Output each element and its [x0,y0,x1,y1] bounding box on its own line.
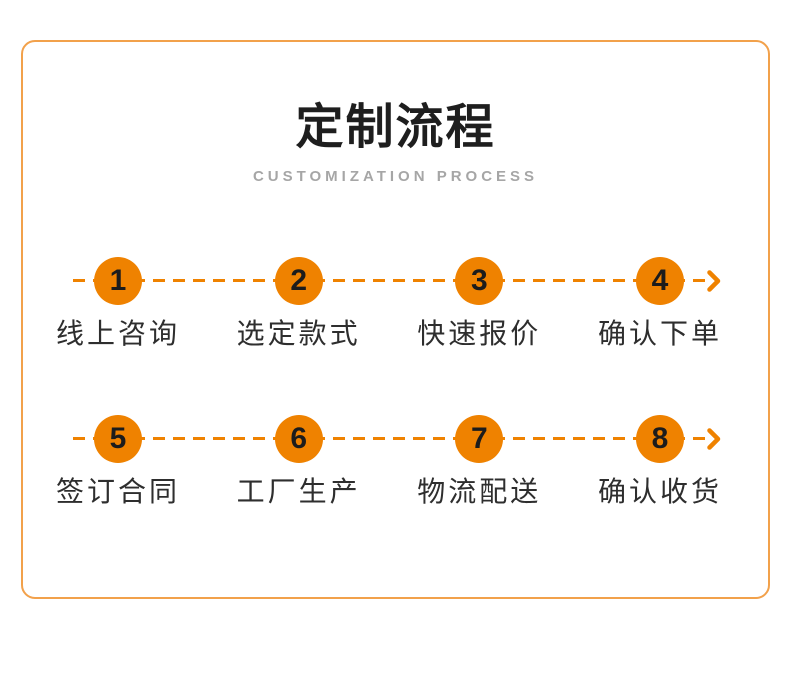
process-step: 2 选定款式 [224,257,374,351]
step-number-badge: 4 [635,257,684,305]
dashed-connector-line [73,279,705,282]
step-number: 7 [470,422,488,455]
step-number-badge: 5 [94,415,142,463]
step-number: 8 [651,422,669,455]
step-label: 签订合同 [55,476,180,507]
steps-row: 1 线上咨询 2 选定款式 3 快速报价 4 确认下单 [23,257,768,351]
step-number: 1 [109,264,127,297]
arrow-right-icon [707,428,721,450]
customization-process-card: 定制流程 CUSTOMIZATION PROCESS 1 线上咨询 2 选定款式… [21,40,770,599]
step-label: 快速报价 [417,318,542,349]
step-label: 物流配送 [417,476,542,507]
process-row-1: 1 线上咨询 2 选定款式 3 快速报价 4 确认下单 [23,257,768,351]
step-number-badge: 7 [455,415,504,463]
process-step: 3 快速报价 [404,257,554,351]
step-number-badge: 2 [274,257,323,305]
page-subtitle: CUSTOMIZATION PROCESS [252,168,539,185]
step-label: 工厂生产 [236,476,361,507]
step-number-badge: 8 [635,415,684,463]
steps-row: 5 签订合同 6 工厂生产 7 物流配送 8 确认收货 [23,415,768,509]
step-number: 5 [109,422,127,455]
step-number: 3 [470,264,488,297]
step-label: 确认下单 [597,318,722,349]
process-row-2: 5 签订合同 6 工厂生产 7 物流配送 8 确认收货 [23,415,768,509]
process-step: 8 确认收货 [585,415,735,509]
step-number: 6 [290,422,307,455]
step-label: 选定款式 [236,318,361,349]
arrow-right-icon [707,270,721,292]
step-number-badge: 3 [455,257,504,305]
process-step: 5 签订合同 [43,415,193,509]
step-number-badge: 1 [94,257,142,305]
process-step: 7 物流配送 [404,415,554,509]
process-step: 1 线上咨询 [43,257,193,351]
step-label: 线上咨询 [55,318,180,349]
step-label: 确认收货 [597,476,722,507]
dashed-connector-line [73,437,705,440]
process-step: 4 确认下单 [585,257,735,351]
step-number: 4 [651,264,669,297]
page-title: 定制流程 [295,101,496,154]
step-number: 2 [290,264,307,297]
process-step: 6 工厂生产 [224,415,374,509]
step-number-badge: 6 [274,415,323,463]
